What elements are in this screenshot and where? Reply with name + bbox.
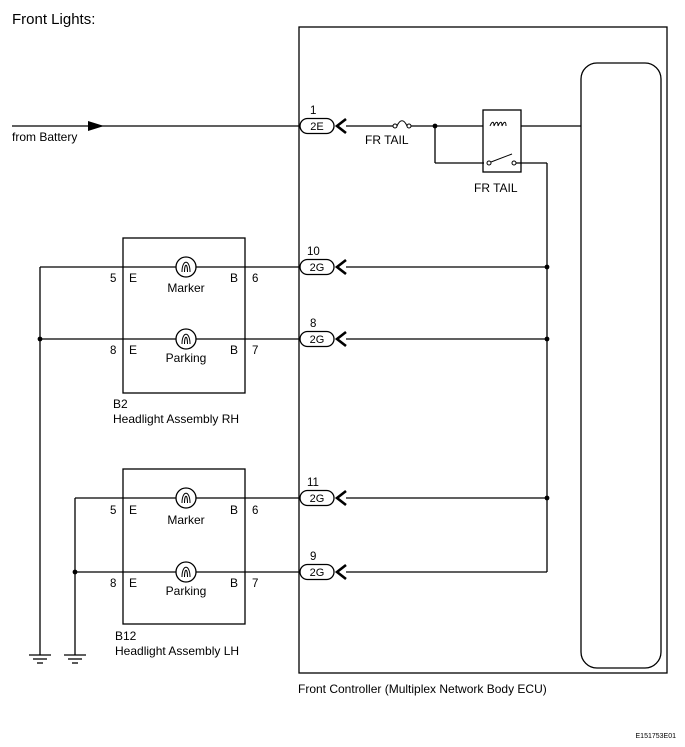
lamp-label-marker: Marker [167, 513, 204, 527]
relay-coil-icon [489, 121, 507, 127]
connector-2g-pin-10: 2G 10 [298, 246, 348, 276]
connector-2e: 2E 1 [298, 105, 348, 135]
connector-pin: 8 [310, 318, 316, 330]
parking-bulb-icon [175, 561, 197, 583]
relay-label: FR TAIL [474, 181, 518, 195]
relay [482, 109, 522, 173]
ecu-box [298, 26, 668, 674]
pin-number: 6 [252, 505, 258, 517]
marker-bulb-icon [175, 256, 197, 278]
connector-pin: 1 [310, 105, 316, 117]
connector-2g-pin-9: 2G 9 [298, 551, 348, 581]
connector-code: 2G [310, 334, 325, 346]
connector-pin: 11 [307, 477, 319, 489]
ecu-label: Front Controller (Multiplex Network Body… [298, 682, 547, 696]
pin-number: 5 [110, 273, 116, 285]
connector-pin: 9 [310, 551, 316, 563]
headlight-assembly-rh [122, 237, 246, 394]
assembly-id-lh: B12 [115, 629, 137, 643]
assembly-name-lh: Headlight Assembly LH [115, 644, 239, 658]
lamp-label-parking: Parking [166, 351, 207, 365]
terminal-e: E [129, 271, 137, 285]
battery-arrow-icon [88, 121, 104, 131]
ecu-internal-block [580, 62, 662, 669]
connector-code: 2G [310, 493, 325, 505]
terminal-b: B [230, 343, 238, 357]
fuse-icon [392, 120, 412, 129]
pin-number: 6 [252, 273, 258, 285]
parking-bulb-icon [175, 328, 197, 350]
connector-code: 2E [310, 121, 323, 133]
lamp-label-parking: Parking [166, 584, 207, 598]
marker-bulb-icon [175, 487, 197, 509]
terminal-b: B [230, 576, 238, 590]
terminal-e: E [129, 503, 137, 517]
headlight-assembly-lh [122, 468, 246, 625]
terminal-b: B [230, 271, 238, 285]
diagram-title: Front Lights: [12, 11, 95, 28]
assembly-name-rh: Headlight Assembly RH [113, 412, 239, 426]
connector-code: 2G [310, 262, 325, 274]
terminal-e: E [129, 343, 137, 357]
lamp-label-marker: Marker [167, 281, 204, 295]
figure-code: E151753E01 [636, 733, 677, 740]
pin-number: 8 [110, 578, 116, 590]
assembly-id-rh: B2 [113, 397, 128, 411]
ground-icon [63, 654, 87, 664]
battery-label: from Battery [12, 130, 77, 144]
pin-number: 7 [252, 345, 258, 357]
terminal-e: E [129, 576, 137, 590]
connector-2g-pin-8: 2G 8 [298, 318, 348, 348]
terminal-b: B [230, 503, 238, 517]
pin-number: 5 [110, 505, 116, 517]
connector-code: 2G [310, 567, 325, 579]
ground-icon [28, 654, 52, 664]
connector-pin: 10 [307, 246, 320, 258]
relay-switch-icon [490, 153, 513, 163]
pin-number: 7 [252, 578, 258, 590]
pin-number: 8 [110, 345, 116, 357]
connector-2g-pin-11: 2G 11 [298, 477, 348, 507]
fuse-label: FR TAIL [365, 133, 409, 147]
